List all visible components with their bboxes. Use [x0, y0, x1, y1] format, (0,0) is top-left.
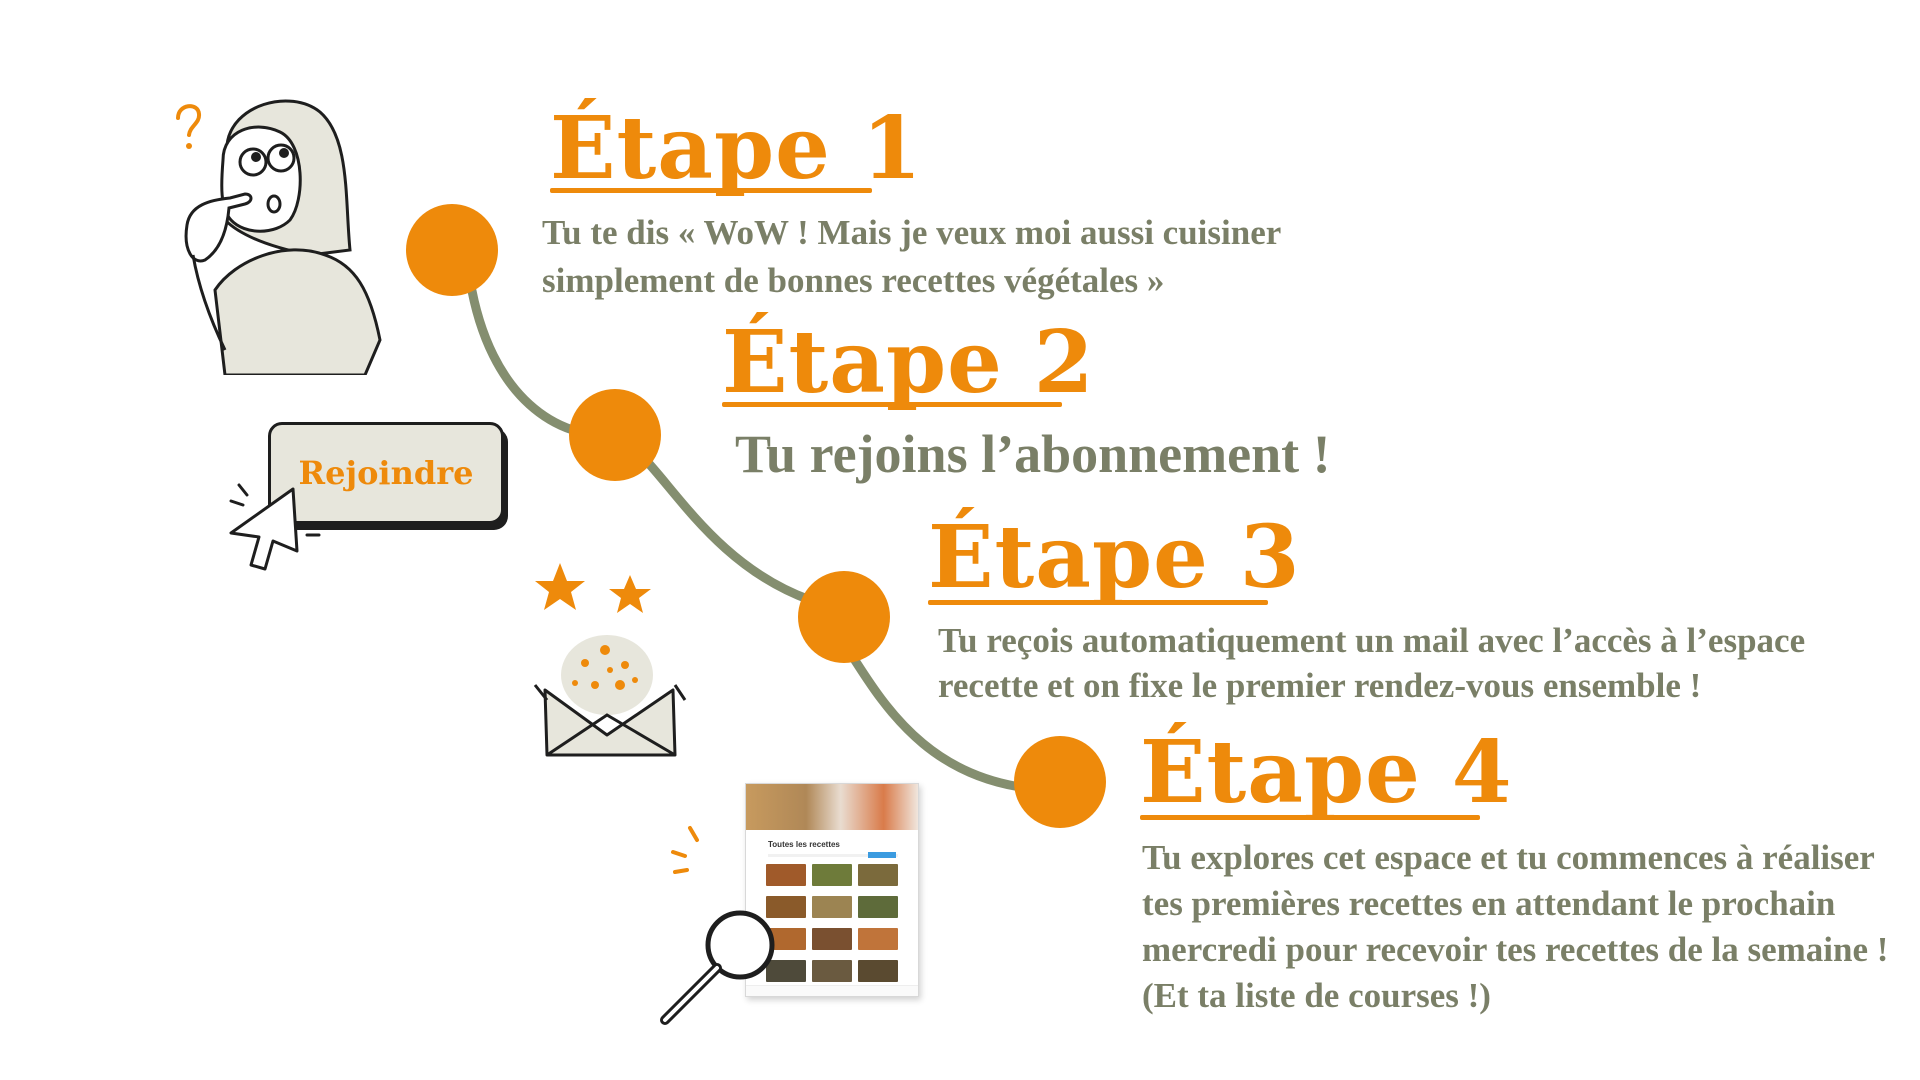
- thumbnail-title: Toutes les recettes: [768, 840, 840, 849]
- thumbnail-card: [812, 896, 852, 918]
- step-3-underline: [928, 600, 1268, 605]
- thumbnail-card: [812, 960, 852, 982]
- step-1-title: Étape 1: [550, 98, 923, 199]
- timeline-curve: [465, 275, 1065, 795]
- thumbnail-new-button: [868, 852, 896, 858]
- thumbnail-card: [858, 960, 898, 982]
- thumbnail-card: [858, 928, 898, 950]
- thumbnail-banner: [746, 784, 918, 830]
- step-1-line-2: simplement de bonnes recettes végétales …: [542, 261, 1165, 300]
- step-2-underline: [722, 402, 1062, 407]
- step-4-line-2: tes premières recettes en attendant le p…: [1142, 884, 1836, 923]
- step-3-title: Étape 3: [928, 507, 1301, 608]
- thumbnail-card: [858, 864, 898, 886]
- step-4-line-3: mercredi pour recevoir tes recettes de l…: [1142, 930, 1889, 969]
- thumbnail-card: [858, 896, 898, 918]
- step-4-underline: [1140, 815, 1480, 820]
- step-1-line-1: Tu te dis « WoW ! Mais je veux moi aussi…: [542, 213, 1282, 252]
- timeline-dot-4: [1014, 736, 1106, 828]
- step-4-line-1: Tu explores cet espace et tu commences à…: [1142, 838, 1875, 877]
- step-4-line-4: (Et ta liste de courses !): [1142, 976, 1491, 1015]
- thinking-girl-illustration: [176, 99, 382, 375]
- timeline-dot-1: [406, 204, 498, 296]
- thumbnail-recipe-grid: [766, 864, 898, 982]
- thumbnail-card: [766, 864, 806, 886]
- thumbnail-card: [812, 928, 852, 950]
- thumbnail-footer: [746, 985, 918, 996]
- timeline-dot-3: [798, 571, 890, 663]
- step-3-line-1: Tu reçois automatiquement un mail avec l…: [938, 621, 1806, 660]
- mouse-pointer-icon: [229, 483, 321, 571]
- step-4-title: Étape 4: [1140, 722, 1513, 823]
- timeline-dot-2: [569, 389, 661, 481]
- step-1-underline: [550, 188, 872, 193]
- step-2-title: Étape 2: [722, 312, 1095, 413]
- step-2-line-1: Tu rejoins l’abonnement !: [735, 424, 1331, 484]
- thumbnail-card: [766, 896, 806, 918]
- open-envelope-stars-illustration: [533, 563, 687, 757]
- thumbnail-card: [766, 960, 806, 982]
- join-button[interactable]: Rejoindre: [268, 422, 504, 524]
- recipe-space-screenshot: Toutes les recettes: [745, 783, 919, 997]
- thumbnail-toolbar: [768, 854, 898, 857]
- thumbnail-card: [812, 864, 852, 886]
- question-mark-icon: [176, 104, 202, 149]
- step-3-line-2: recette et on fixe le premier rendez-vou…: [938, 666, 1702, 705]
- magnifying-glass-icon: [660, 826, 775, 1025]
- thumbnail-card: [766, 928, 806, 950]
